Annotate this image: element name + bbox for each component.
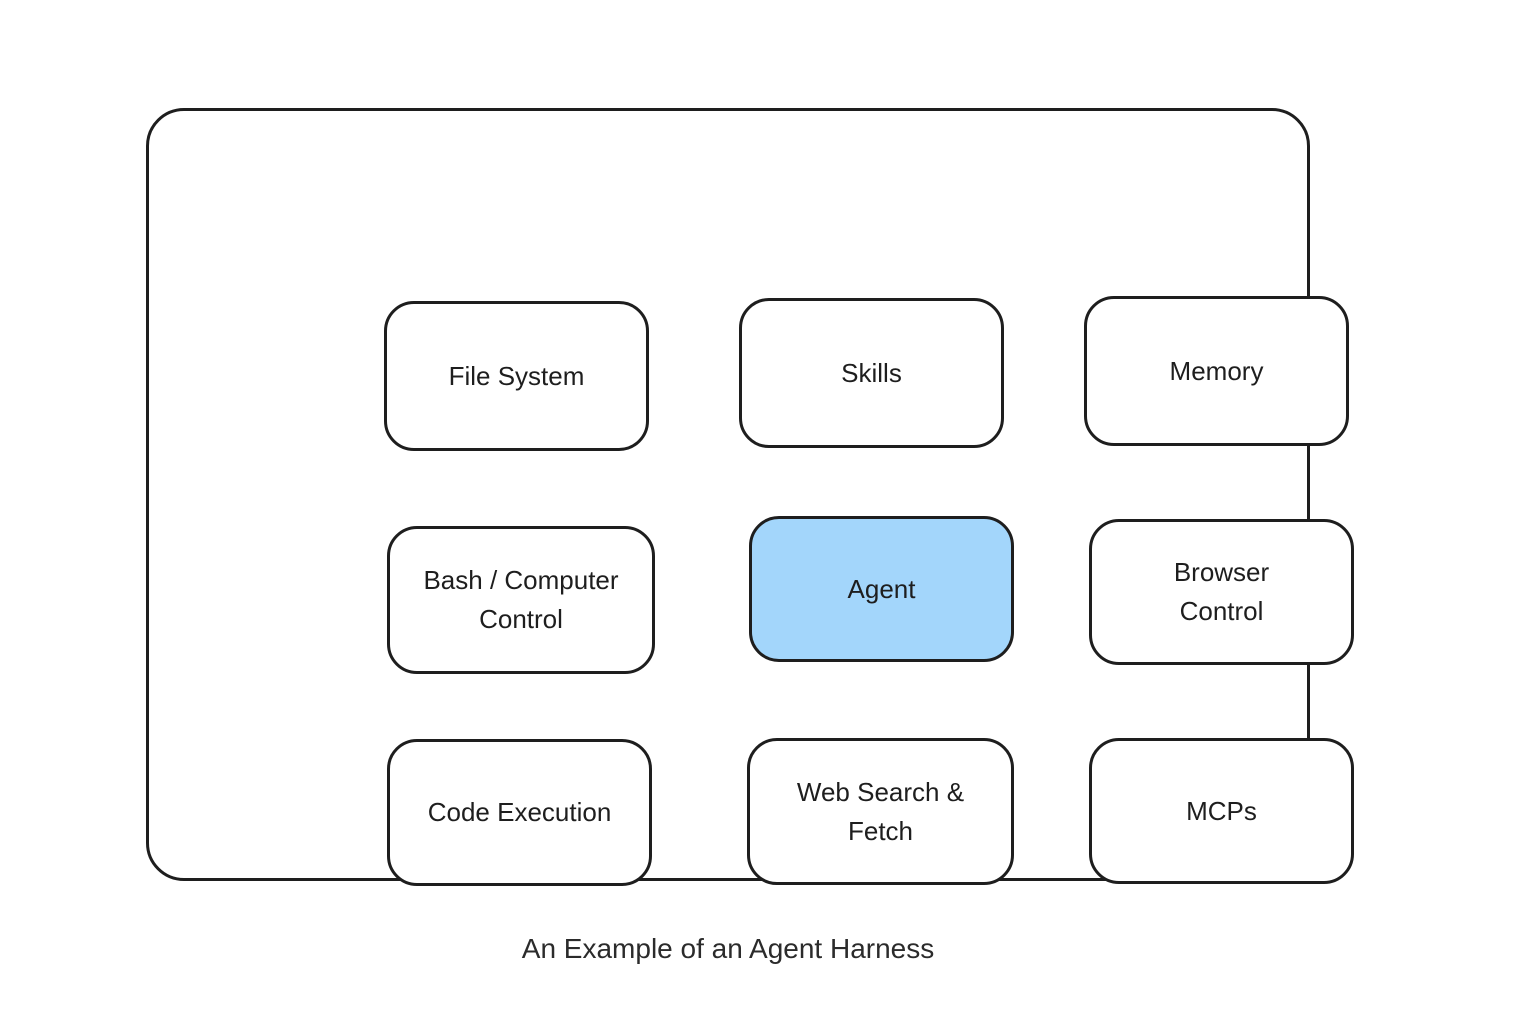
node-agent-label: Agent (847, 573, 916, 604)
node-file-system: File System (384, 301, 649, 451)
node-mcps-label: MCPs (1186, 795, 1257, 826)
node-file-system-label: File System (448, 360, 585, 391)
node-mcps: MCPs (1089, 738, 1354, 884)
node-browser-control: Browser Control (1089, 519, 1354, 665)
node-memory: Memory (1084, 296, 1349, 446)
node-skills-label: Skills (841, 357, 902, 388)
node-code-execution: Code Execution (387, 739, 652, 886)
harness-container: File System Skills Memory Bash / Compute… (146, 108, 1354, 886)
node-memory-label: Memory (1169, 355, 1264, 386)
node-skills: Skills (739, 298, 1004, 448)
node-bash-computer-control: Bash / Computer Control (387, 526, 655, 674)
node-browser-control-label: Browser Control (1173, 557, 1270, 626)
node-web-search-fetch-label: Web Search & Fetch (796, 776, 965, 846)
diagram-caption: An Example of an Agent Harness (521, 933, 935, 964)
node-code-execution-label: Code Execution (427, 797, 612, 827)
node-web-search-fetch: Web Search & Fetch (747, 738, 1014, 885)
node-bash-computer-control-label: Bash / Computer Control (423, 565, 619, 634)
node-agent: Agent (749, 516, 1014, 662)
